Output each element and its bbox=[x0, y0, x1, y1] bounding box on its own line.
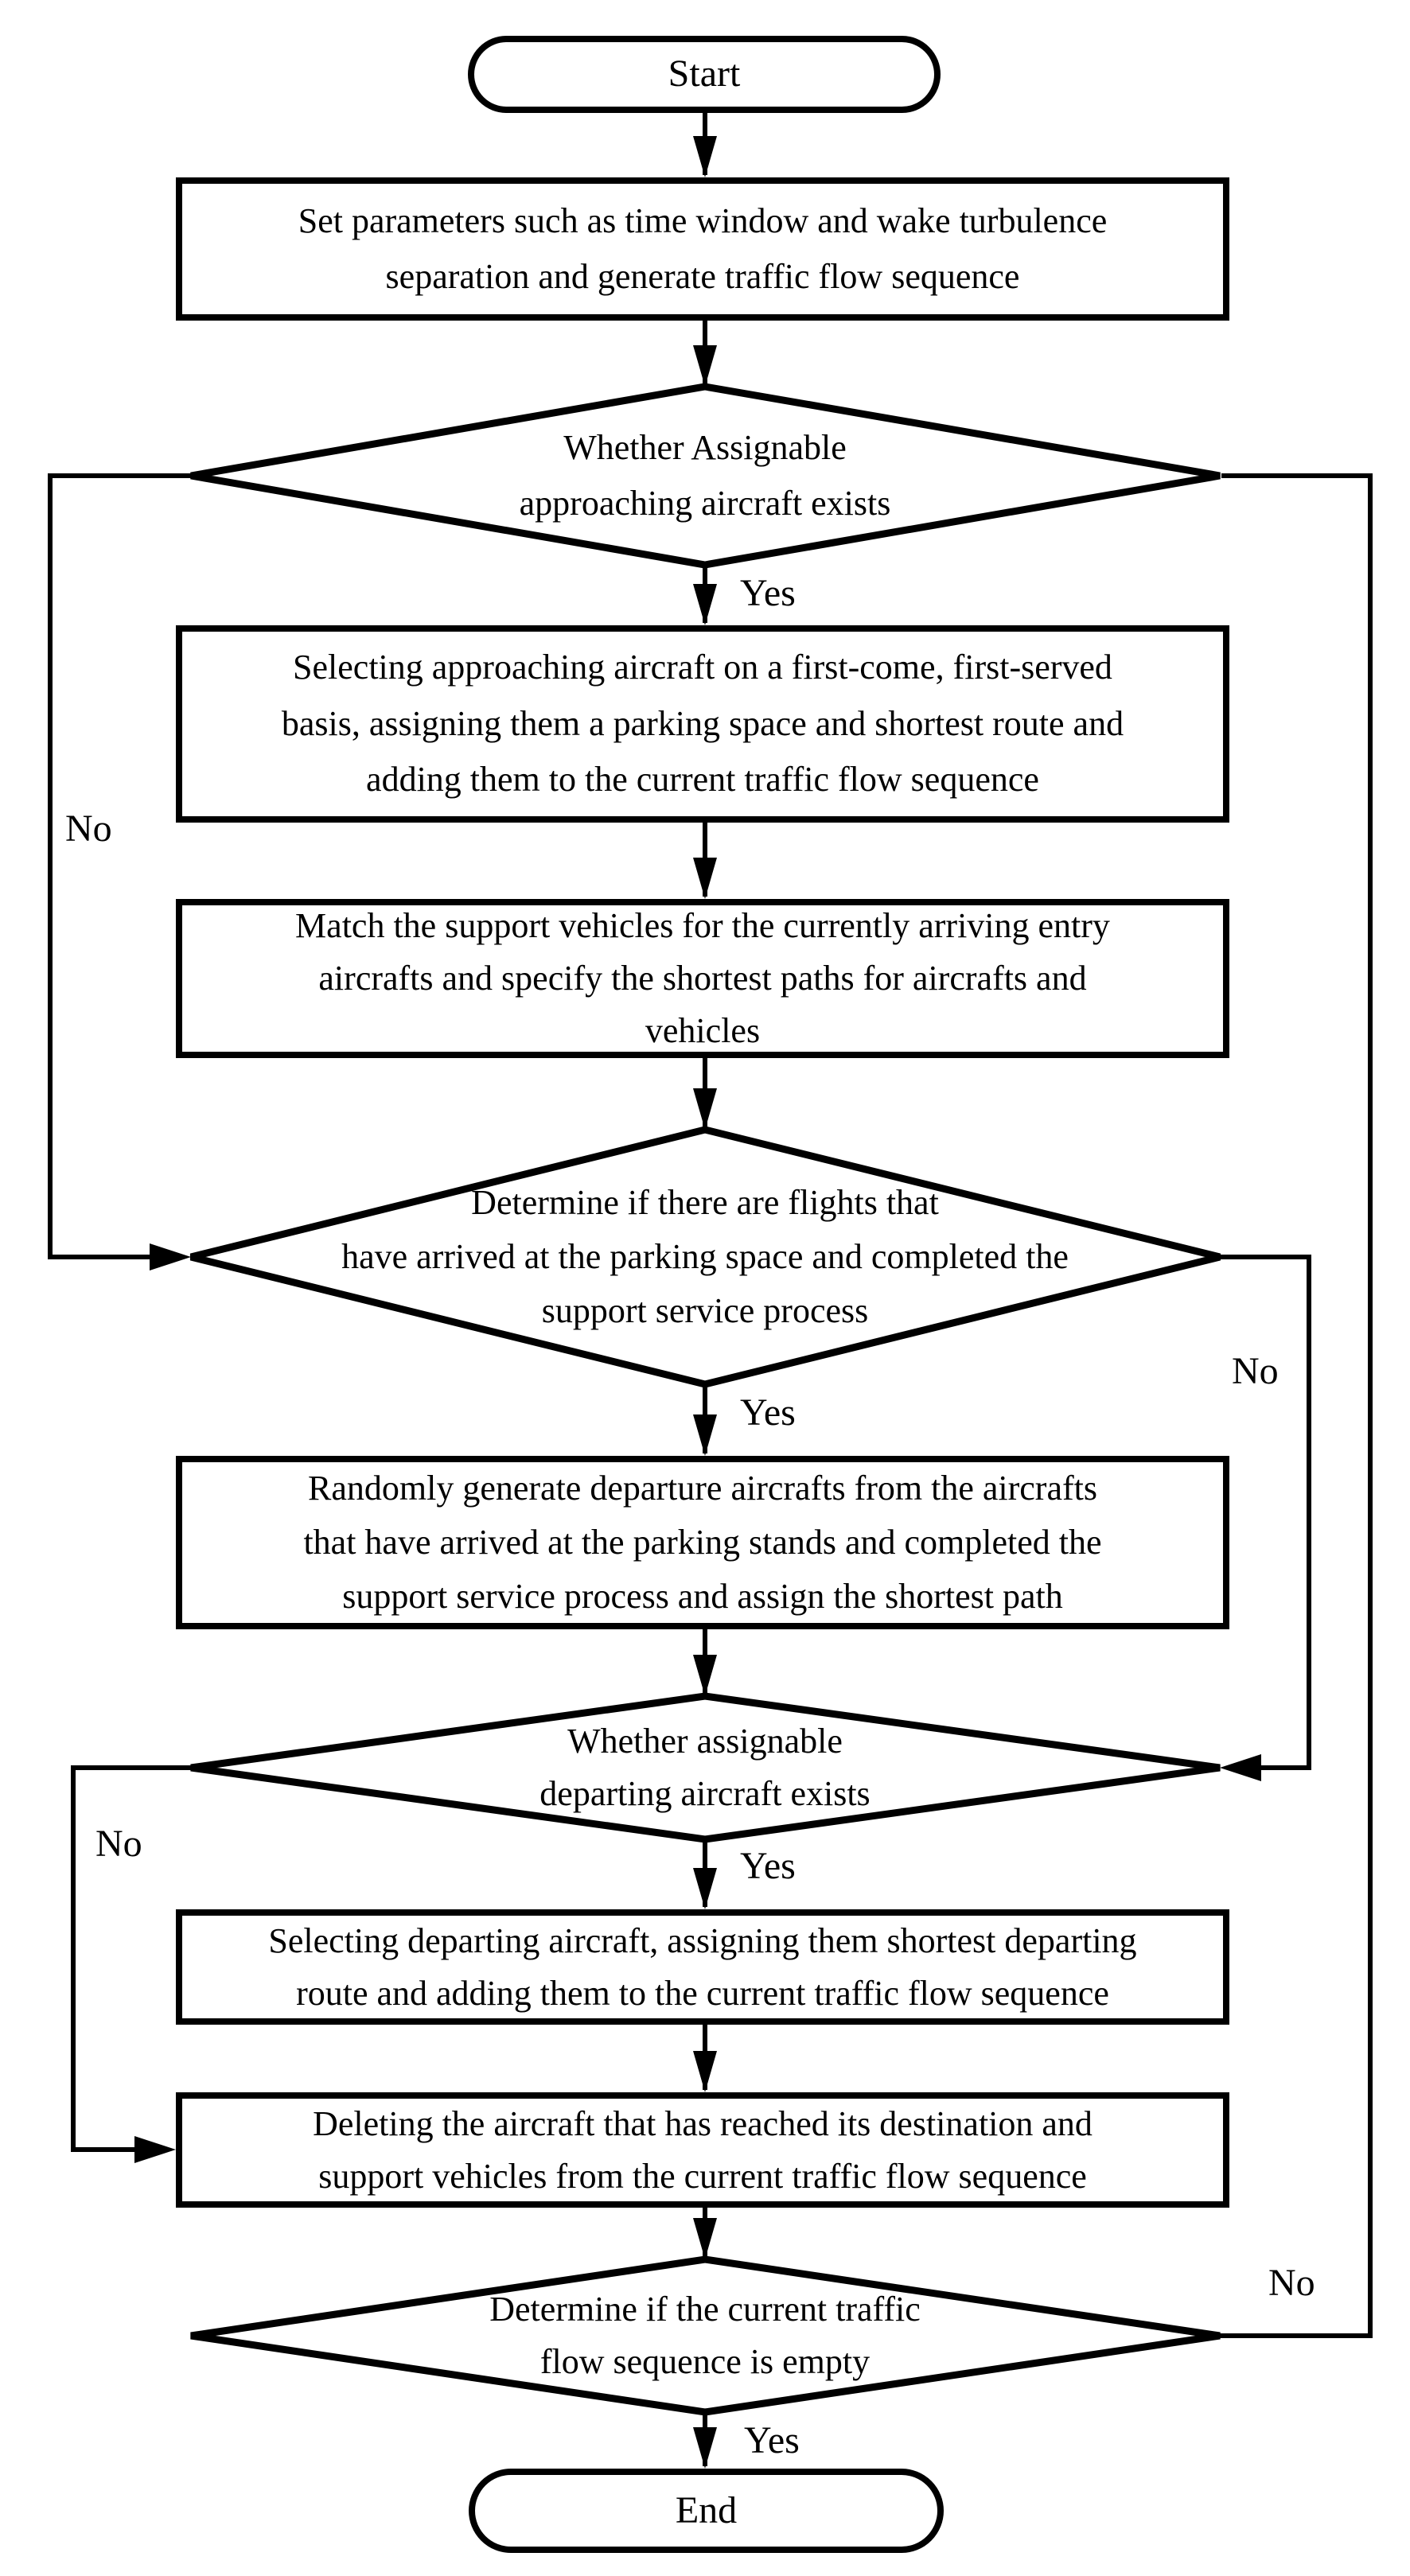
edge-flights-decision-no bbox=[1220, 1255, 1311, 1770]
process-select-approaching: Selecting approaching aircraft on a firs… bbox=[176, 625, 1229, 823]
decision-diamond-traffic-sequence-empty bbox=[190, 2255, 1221, 2416]
edge-label-yes-assignable-approaching: Yes bbox=[740, 572, 796, 614]
decision-assignable-departing-label: Whether assignable departing aircraft ex… bbox=[539, 1722, 871, 1813]
terminator-end: End bbox=[469, 2469, 944, 2553]
arrowhead-down-into-end bbox=[693, 2427, 717, 2469]
arrowhead-down-into-delete bbox=[693, 2051, 717, 2092]
decision-diamond-assignable-departing bbox=[190, 1692, 1221, 1843]
arrowhead-down-into-set-parameters bbox=[693, 136, 717, 177]
decision-assignable-approaching: Whether Assignable approaching aircraft … bbox=[271, 387, 1139, 565]
decision-diamond-assignable-approaching bbox=[190, 383, 1221, 569]
terminator-start: Start bbox=[468, 36, 941, 113]
decision-traffic-sequence-empty: Determine if the current traffic flow se… bbox=[271, 2259, 1139, 2412]
terminator-start-label: Start bbox=[668, 53, 741, 95]
process-match-support-vehicles-label: Match the support vehicles for the curre… bbox=[295, 906, 1110, 1050]
edge-label-no-assignable-departing: No bbox=[95, 1823, 142, 1865]
edge-assignable-approaching-no bbox=[48, 473, 191, 1259]
edge-empty-decision-no bbox=[1220, 473, 1373, 2338]
arrowhead-down-into-select-departing bbox=[693, 1868, 717, 1909]
decision-traffic-sequence-empty-label: Determine if the current traffic flow se… bbox=[489, 2290, 921, 2381]
arrowhead-down-into-flights-decision bbox=[693, 1088, 717, 1130]
process-select-approaching-label: Selecting approaching aircraft on a firs… bbox=[281, 648, 1124, 800]
decision-diamond-flights-completed-service bbox=[189, 1126, 1221, 1388]
edge-assignable-departing-no bbox=[71, 1765, 191, 2152]
process-select-departing-label: Selecting departing aircraft, assigning … bbox=[268, 1920, 1137, 2013]
decision-flights-completed-service: Determine if there are flights that have… bbox=[239, 1130, 1171, 1384]
process-generate-departures-label: Randomly generate departure aircrafts fr… bbox=[303, 1468, 1102, 1617]
edge-label-yes-empty-decision: Yes bbox=[744, 2419, 800, 2461]
decision-assignable-departing: Whether assignable departing aircraft ex… bbox=[271, 1696, 1139, 1839]
arrowhead-down-into-empty-decision bbox=[693, 2218, 717, 2259]
process-match-support-vehicles: Match the support vehicles for the curre… bbox=[176, 899, 1229, 1058]
process-set-parameters: Set parameters such as time window and w… bbox=[176, 177, 1229, 321]
process-delete-arrived-label: Deleting the aircraft that has reached i… bbox=[313, 2103, 1093, 2196]
arrowhead-down-into-assignable-departing bbox=[693, 1655, 717, 1696]
terminator-end-label: End bbox=[675, 2488, 738, 2531]
decision-assignable-approaching-label: Whether Assignable approaching aircraft … bbox=[519, 427, 891, 523]
arrowhead-left-into-assignable-departing bbox=[1220, 1754, 1261, 1781]
process-delete-arrived: Deleting the aircraft that has reached i… bbox=[176, 2092, 1229, 2208]
arrowhead-right-into-flights-decision bbox=[150, 1243, 191, 1270]
arrowhead-down-into-match bbox=[693, 858, 717, 899]
arrowhead-right-into-delete bbox=[134, 2136, 176, 2163]
process-set-parameters-label: Set parameters such as time window and w… bbox=[298, 200, 1108, 296]
edge-label-no-assignable-approaching: No bbox=[65, 807, 112, 850]
edge-label-yes-assignable-departing: Yes bbox=[740, 1845, 796, 1887]
arrowhead-down-into-select-approaching bbox=[693, 584, 717, 625]
edge-label-yes-flights-decision: Yes bbox=[740, 1391, 796, 1434]
process-select-departing: Selecting departing aircraft, assigning … bbox=[176, 1909, 1229, 2025]
decision-flights-completed-service-label: Determine if there are flights that have… bbox=[341, 1182, 1069, 1331]
edge-label-no-empty-decision: No bbox=[1268, 2262, 1315, 2304]
arrowhead-down-into-generate bbox=[693, 1414, 717, 1456]
edge-label-no-flights-decision: No bbox=[1232, 1350, 1279, 1392]
process-generate-departures: Randomly generate departure aircrafts fr… bbox=[176, 1456, 1229, 1629]
arrowhead-down-into-assignable-approaching bbox=[693, 345, 717, 387]
